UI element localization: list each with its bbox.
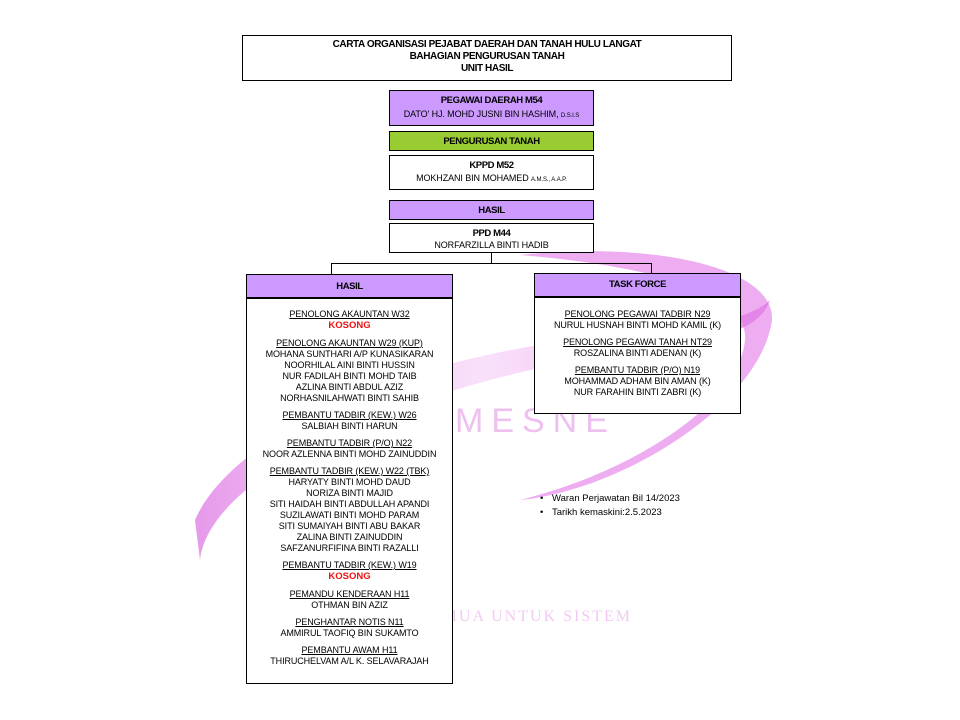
staff-name: NUR FADILAH BINTI MOHD TAIB	[282, 371, 417, 381]
hasil-post-title: PEMBANTU TADBIR (KEW.) W19	[282, 560, 417, 570]
connector-right-drop	[651, 263, 652, 273]
staff-name: MOHANA SUNTHARI A/P KUNASIKARAN	[265, 349, 434, 359]
kppd-box: KPPD M52 MOKHZANI BIN MOHAMED A.M.S., A.…	[389, 155, 594, 190]
staff-name: SITI HAIDAH BINTI ABDULLAH APANDI	[269, 499, 430, 509]
kppd-honorific: A.M.S., A.A.P.	[531, 177, 567, 183]
note-waran: Waran Perjawatan Bil 14/2023	[551, 493, 680, 504]
pengurusan-tanah-label: PENGURUSAN TANAH	[443, 136, 540, 147]
pegawai-daerah-box: PEGAWAI DAERAH M54 DATO' HJ. MOHD JUSNI …	[389, 90, 594, 126]
pegawai-daerah-name: DATO' HJ. MOHD JUSNI BIN HASHIM, D.S.I.S	[390, 109, 593, 122]
staff-name: SALBIAH BINTI HARUN	[301, 421, 398, 431]
hasil-band-label: HASIL	[478, 205, 505, 216]
hasil-panel-header: HASIL	[246, 274, 453, 298]
staff-name: NURUL HUSNAH BINTI MOHD KAMIL (K)	[553, 320, 722, 330]
staff-name: SAFZANURFIFINA BINTI RAZALLI	[280, 543, 419, 553]
staff-name: ROSZALINA BINTI ADENAN (K)	[573, 348, 702, 358]
staff-name: AMMIRUL TAOFIQ BIN SUKAMTO	[280, 628, 419, 638]
pegawai-daerah-name-text: DATO' HJ. MOHD JUSNI BIN HASHIM,	[403, 109, 559, 119]
staff-name: NUR FARAHIN BINTI ZABRI (K)	[573, 387, 702, 397]
chart-title-line1: CARTA ORGANISASI PEJABAT DAERAH DAN TANA…	[332, 39, 642, 50]
staff-name: NOORHILAL AINI BINTI HUSSIN	[284, 360, 415, 370]
pegawai-daerah-honorific: D.S.I.S	[560, 113, 580, 119]
staff-name: THIRUCHELVAM A/L K. SELAVARAJAH	[270, 656, 429, 666]
staff-name: SITI SUMAIYAH BINTI ABU BAKAR	[278, 521, 421, 531]
note-item: • Waran Perjawatan Bil 14/2023	[540, 493, 680, 504]
connector-left-drop	[331, 263, 332, 274]
hasil-panel-title: HASIL	[336, 281, 363, 292]
note-item: • Tarikh kemaskini:2.5.2023	[540, 507, 662, 518]
staff-name: NOOR AZLENNA BINTI MOHD ZAINUDDIN	[262, 449, 437, 459]
hasil-post-title: PEMANDU KENDERAAN H11	[289, 589, 410, 599]
note-tarikh: Tarikh kemaskini:2.5.2023	[551, 507, 662, 518]
hasil-post-title: PEMBANTU TADBIR (KEW.) W22 (TBK)	[269, 466, 430, 476]
hasil-post-title: PEMBANTU TADBIR (P/O) N22	[286, 438, 413, 448]
hasil-post-title: PEMBANTU AWAM H11	[301, 645, 398, 655]
connector-vertical	[491, 253, 492, 264]
vacant-label: KOSONG	[328, 571, 371, 582]
staff-name: NORHASNILAHWATI BINTI SAHIB	[280, 393, 419, 403]
taskforce-panel-header: TASK FORCE	[534, 273, 741, 297]
staff-name: MOHAMMAD ADHAM BIN AMAN (K)	[564, 376, 711, 386]
taskforce-post-title: PENOLONG PEGAWAI TANAH NT29	[563, 337, 712, 347]
chart-title-line3: UNIT HASIL	[460, 63, 514, 74]
hasil-group: PEMBANTU TADBIR (KEW.) W22 (TBK)HARYATY …	[247, 466, 452, 554]
hasil-post-title: PENOLONG AKAUNTAN W32	[289, 309, 410, 319]
connector-horizontal	[331, 263, 652, 264]
vacant-label: KOSONG	[328, 320, 371, 331]
taskforce-panel-title: TASK FORCE	[608, 279, 667, 290]
notes-list: • Waran Perjawatan Bil 14/2023 • Tarikh …	[540, 492, 760, 520]
staff-name: ZALINA BINTI ZAINUDDIN	[296, 532, 403, 542]
staff-name: HARYATY BINTI MOHD DAUD	[288, 477, 411, 487]
pegawai-daerah-title: PEGAWAI DAERAH M54	[440, 95, 543, 106]
taskforce-post-title: PENOLONG PEGAWAI TADBIR N29	[564, 309, 711, 319]
taskforce-post-title: PEMBANTU TADBIR (P/O) N19	[574, 365, 701, 375]
staff-name: SUZILAWATI BINTI MOHD PARAM	[279, 510, 420, 520]
hasil-post-title: PEMBANTU TADBIR (KEW.) W26	[282, 410, 417, 420]
chart-title-line2: BAHAGIAN PENGURUSAN TANAH	[409, 51, 565, 62]
hasil-group: PENOLONG AKAUNTAN W29 (KUP)MOHANA SUNTHA…	[247, 338, 452, 404]
hasil-post-title: PENOLONG AKAUNTAN W29 (KUP)	[276, 338, 423, 348]
ppd-name: NORFARZILLA BINTI HADIB	[434, 240, 549, 250]
ppd-title: PPD M44	[472, 228, 511, 239]
ppd-box: PPD M44 NORFARZILLA BINTI HADIB	[389, 223, 594, 253]
chart-title-box: CARTA ORGANISASI PEJABAT DAERAH DAN TANA…	[242, 35, 732, 81]
staff-name: OTHMAN BIN AZIZ	[311, 600, 388, 610]
kppd-name-text: MOKHZANI BIN MOHAMED	[416, 173, 529, 183]
staff-name: NORIZA BINTI MAJID	[306, 488, 393, 498]
hasil-band: HASIL	[389, 200, 594, 220]
staff-name: AZLINA BINTI ABDUL AZIZ	[295, 382, 404, 392]
hasil-post-title: PENGHANTAR NOTIS N11	[295, 617, 404, 627]
pengurusan-tanah-band: PENGURUSAN TANAH	[389, 131, 594, 151]
kppd-name: MOKHZANI BIN MOHAMED A.M.S., A.A.P.	[390, 173, 593, 186]
kppd-title: KPPD M52	[469, 160, 514, 171]
